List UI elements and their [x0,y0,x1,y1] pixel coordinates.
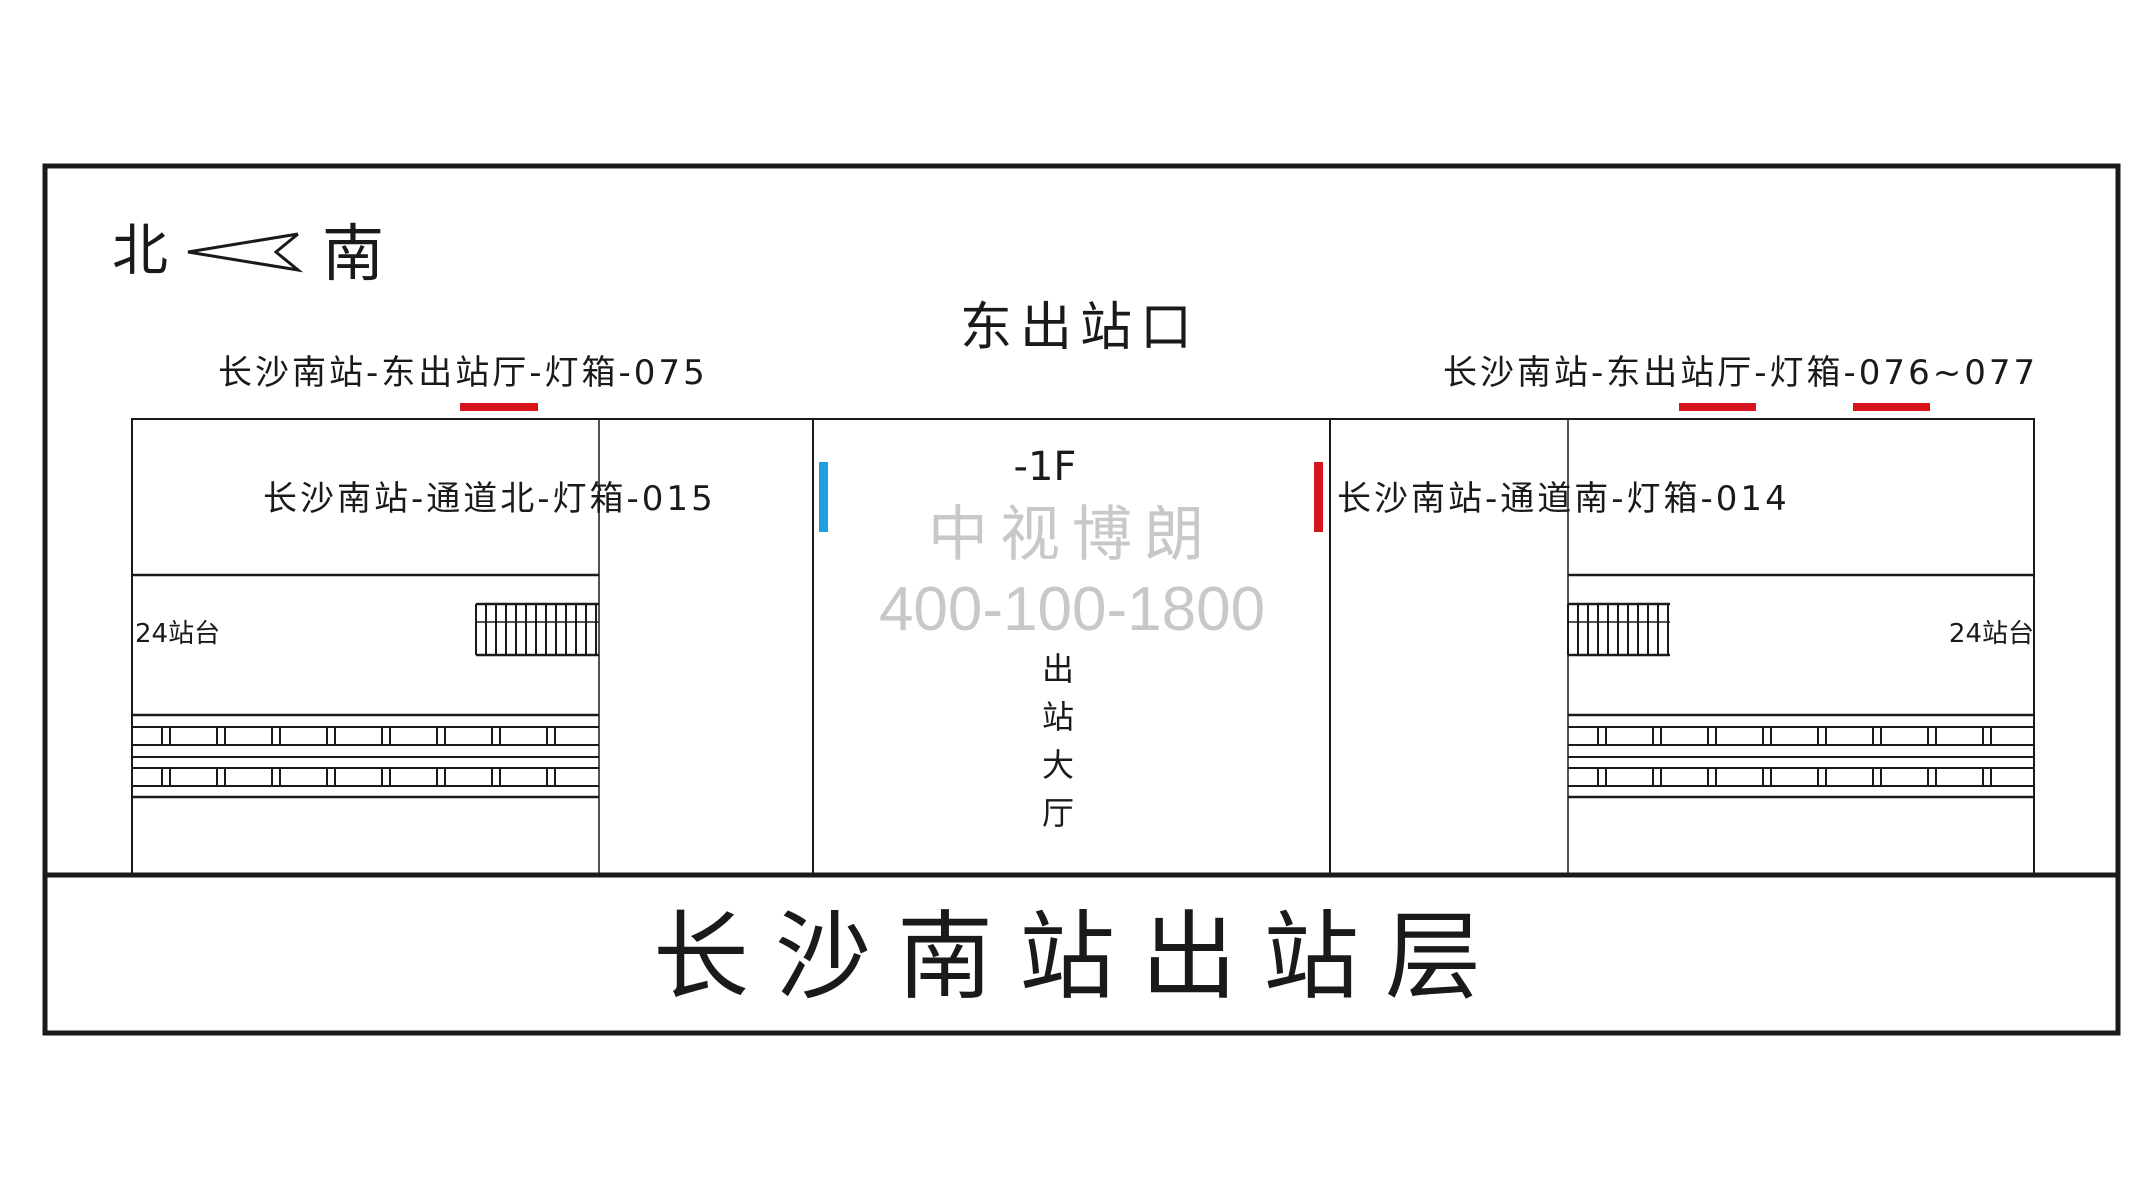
hall-char-2: 站 [1042,698,1074,736]
lightbox-marker-014 [1314,462,1323,532]
footer-title: 长沙南站出站层 [653,901,1507,1013]
lightbox-label-076-077: 长沙南站-东出站厅-灯箱-076~077 [1443,353,2038,393]
railway-tracks [132,713,2034,799]
floor-layout [131,418,2035,875]
lightbox-marker-076 [1679,403,1756,411]
lightbox-marker-015 [819,462,828,532]
platform-label-left: 24站台 [135,619,220,649]
exit-title: 东出站口 [960,298,1200,358]
north-arrow-icon [187,232,304,273]
lightbox-label-075: 长沙南站-东出站厅-灯箱-075 [218,353,708,393]
hall-char-4: 厅 [1042,794,1074,832]
floor-level: -1F [1014,444,1077,490]
lightbox-marker-077 [1853,403,1930,411]
watermark-phone: 400-100-1800 [879,575,1265,644]
stairs-icon [475,602,1670,657]
platform-label-right: 24站台 [1949,619,2034,649]
hall-char-3: 大 [1042,746,1074,784]
lightbox-label-014: 长沙南站-通道南-灯箱-014 [1337,479,1790,519]
lightbox-label-015: 长沙南站-通道北-灯箱-015 [263,479,716,519]
compass-south-label: 南 [322,217,384,290]
outer-frame [42,163,2121,1036]
compass-north-label: 北 [112,219,168,284]
hall-char-1: 出 [1042,650,1074,688]
watermark-name: 中视博朗 [928,501,1216,568]
lightbox-marker-075 [460,403,538,411]
